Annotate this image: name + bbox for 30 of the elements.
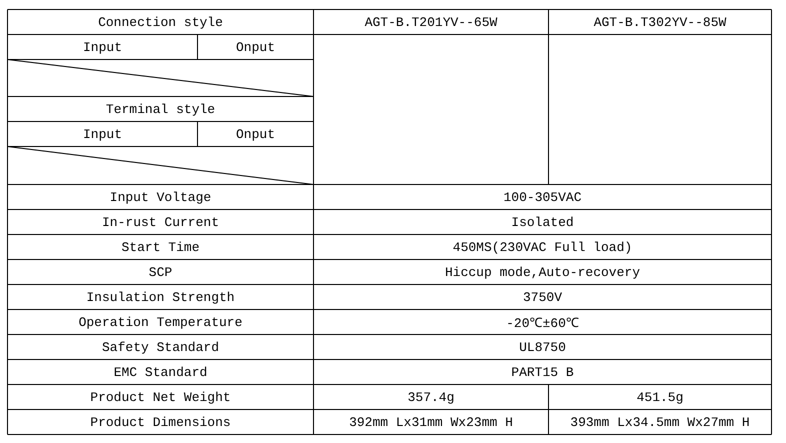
cell-value: Hiccup mode,Auto-recovery [444,264,640,280]
row-header: Input Voltage [110,190,212,204]
row-header: Operation Temperature [78,314,242,330]
cell-value: 450MS(230VAC Full load) [452,240,632,254]
row-header: Start Time [121,240,200,254]
row-header: Connection style [98,14,223,30]
column-header: Input [82,126,122,142]
column-header: Onput [236,40,275,54]
cell-value: 393mm Lx34.5mm Wx27mm H [570,414,750,430]
cell-value: 451.5g [636,390,684,404]
row-header: Product Net Weight [90,390,231,404]
row-header: Insulation Strength [86,290,235,304]
column-header: AGT-B.T201YV--65W [364,14,498,30]
row-header: SCP [148,264,172,280]
row-header: Product Dimensions [90,414,231,430]
row-header: In-rust Current [102,214,220,230]
column-header: Input [82,40,122,54]
column-header: Onput [236,126,275,142]
cell-value: -20℃±60℃ [506,315,579,331]
cell-value: 100-305VAC [503,190,582,204]
cell-value: PART15 B [511,364,574,380]
cell-value: 392mm Lx31mm Wx23mm H [349,414,513,430]
cell-value: Isolated [511,214,574,230]
row-header: EMC Standard [114,364,208,380]
cell-value: 3750V [522,290,562,304]
cell-value: 357.4g [408,390,454,404]
row-header: Safety Standard [102,340,220,354]
cell-value: UL8750 [519,340,566,354]
row-header: Terminal style [106,102,216,116]
column-header: AGT-B.T302YV--85W [594,14,726,30]
